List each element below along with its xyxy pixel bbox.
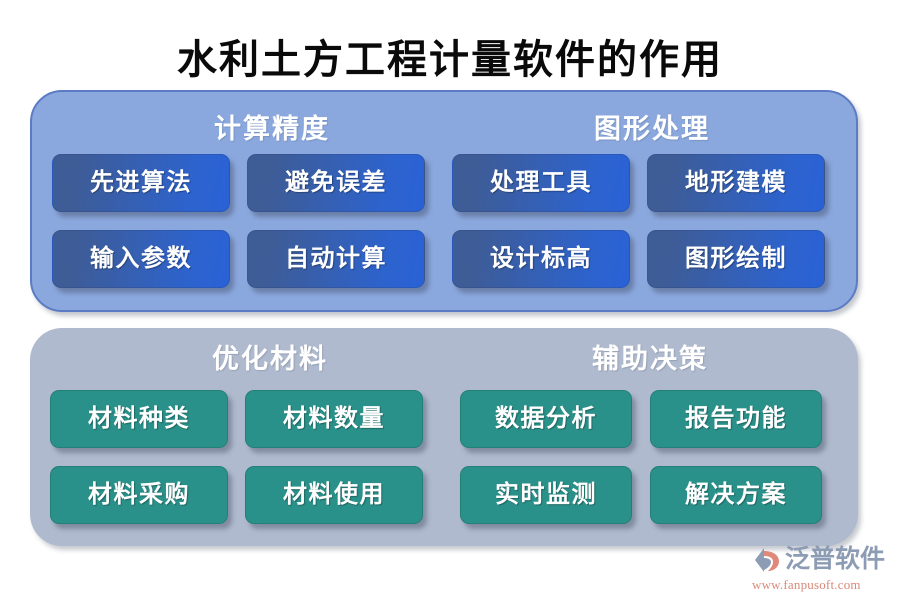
box-graphic-drawing[interactable]: 图形绘制: [647, 230, 825, 288]
fanpu-logo-icon: [752, 545, 782, 575]
logo-row: 泛普软件: [752, 544, 892, 576]
box-realtime-monitoring[interactable]: 实时监测: [460, 466, 632, 524]
logo-website-url: www.fanpusoft.com: [752, 577, 861, 592]
panel-material-decision: 优化材料 辅助决策 材料种类 材料数量 材料采购 材料使用 数据分析 报告功能 …: [30, 328, 858, 546]
box-input-parameters[interactable]: 输入参数: [52, 230, 230, 288]
page-title: 水利土方工程计量软件的作用: [177, 37, 723, 82]
group-heading-optimize-material: 优化材料: [212, 344, 328, 374]
box-material-type[interactable]: 材料种类: [50, 390, 228, 448]
box-material-quantity[interactable]: 材料数量: [245, 390, 423, 448]
box-advanced-algorithm[interactable]: 先进算法: [52, 154, 230, 212]
box-terrain-modeling[interactable]: 地形建模: [647, 154, 825, 212]
group-heading-calculation-accuracy: 计算精度: [214, 114, 330, 144]
box-automatic-calculation[interactable]: 自动计算: [247, 230, 425, 288]
box-data-analysis[interactable]: 数据分析: [460, 390, 632, 448]
box-solution-plan[interactable]: 解决方案: [650, 466, 822, 524]
group-heading-graphics-processing: 图形处理: [594, 114, 710, 144]
box-report-function[interactable]: 报告功能: [650, 390, 822, 448]
logo-wordmark: 泛普软件: [785, 546, 886, 573]
box-design-elevation[interactable]: 设计标高: [452, 230, 630, 288]
box-material-procurement[interactable]: 材料采购: [50, 466, 228, 524]
panel-calculation-graphics: 计算精度 图形处理 先进算法 避免误差 输入参数 自动计算 处理工具 地形建模 …: [30, 90, 858, 312]
box-avoid-error[interactable]: 避免误差: [247, 154, 425, 212]
group-heading-decision-support: 辅助决策: [592, 344, 708, 374]
brand-logo[interactable]: 泛普软件 www.fanpusoft.com: [752, 544, 892, 594]
box-processing-tools[interactable]: 处理工具: [452, 154, 630, 212]
box-material-usage[interactable]: 材料使用: [245, 466, 423, 524]
